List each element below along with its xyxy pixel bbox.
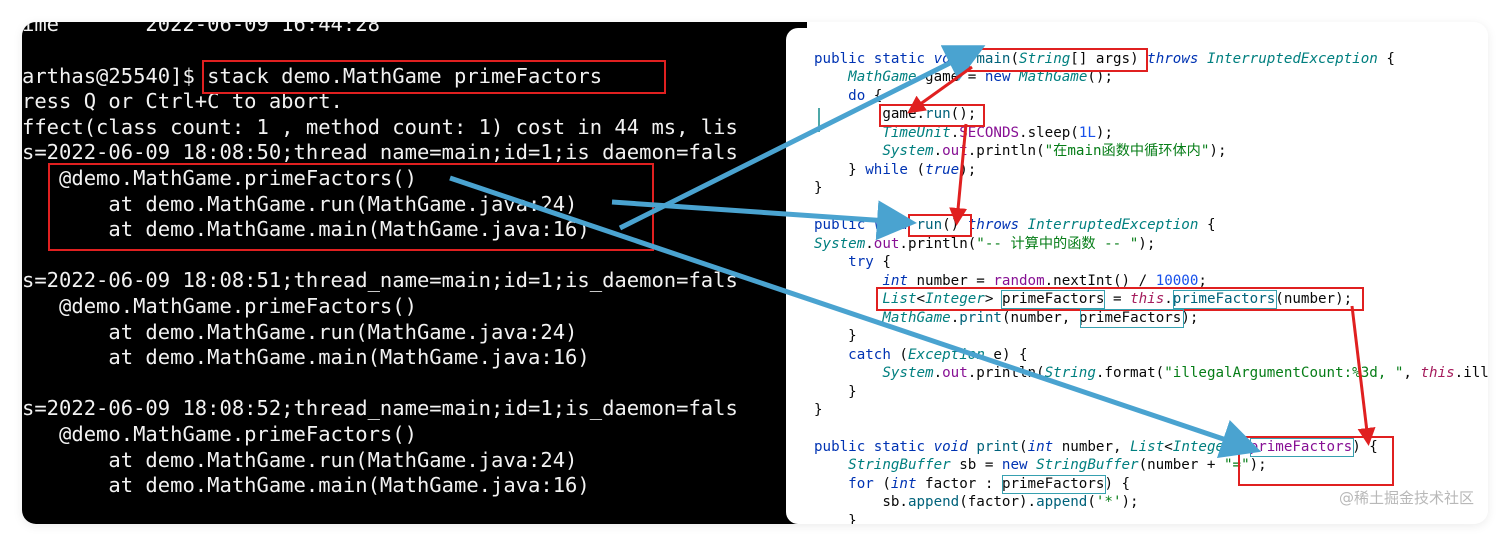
stack-frame-line: at demo.MathGame.main(MathGame.java:16) bbox=[22, 345, 590, 369]
stack-frame-line: at demo.MathGame.main(MathGame.java:16) bbox=[22, 473, 590, 497]
terminal-line: s=2022-06-09 18:08:52;thread_name=main;i… bbox=[22, 396, 738, 420]
primefactors-method-outline bbox=[1173, 290, 1277, 309]
primefactors-to-print-arrow bbox=[1350, 305, 1376, 446]
code-line: sb.append(factor).append('*'); bbox=[814, 494, 1139, 510]
code-line: } bbox=[814, 402, 823, 418]
editor-gutter-marker bbox=[818, 108, 820, 132]
terminal-command-line: arthas@25540]$ stack demo.MathGame prime… bbox=[22, 64, 603, 88]
code-line: int number = random.nextInt() / 10000; bbox=[882, 273, 1207, 289]
code-line-print-signature: public static void print(int number, Lis… bbox=[814, 439, 1378, 455]
stack-frame-line: @demo.MathGame.primeFactors() bbox=[22, 294, 417, 318]
primefactors-arg-outline bbox=[1080, 309, 1184, 328]
code-line: try { bbox=[848, 254, 891, 270]
primefactors-frame-arrow bbox=[449, 175, 1262, 458]
code-line: do { bbox=[848, 88, 883, 104]
code-line: System.out.println("在main函数中循环体内"); bbox=[882, 143, 1227, 159]
code-line: } bbox=[814, 513, 857, 524]
primefactors-var-outline bbox=[1001, 290, 1105, 309]
screenshot-frame: ime 2022-06-09 16:44:28 arthas@25540]$ s… bbox=[22, 22, 1488, 524]
run-frame-arrow bbox=[611, 199, 917, 241]
watermark: @稀土掘金技术社区 bbox=[1338, 489, 1474, 507]
terminal-line: s=2022-06-09 18:08:51;thread_name=main;i… bbox=[22, 268, 738, 292]
stack-frame-line: @demo.MathGame.primeFactors() bbox=[22, 166, 417, 190]
game-run-highlight-box bbox=[879, 104, 985, 127]
terminal-line: ime 2022-06-09 16:44:28 bbox=[22, 22, 380, 36]
stack-frame-line: at demo.MathGame.main(MathGame.java:16) bbox=[22, 217, 590, 241]
terminal-line: s=2022-06-09 18:08:50;thread_name=main;i… bbox=[22, 140, 738, 164]
code-line: } bbox=[814, 328, 857, 344]
code-line-game-run: game.run(); bbox=[814, 106, 977, 122]
main-to-run-call-arrow bbox=[907, 65, 973, 114]
print-param-highlight-box bbox=[1238, 436, 1394, 486]
primefactors-loop-outline bbox=[1002, 475, 1106, 494]
code-line: } bbox=[814, 180, 823, 196]
terminal-line: ress Q or Ctrl+C to abort. bbox=[22, 89, 343, 113]
code-line: TimeUnit.SECONDS.sleep(1L); bbox=[882, 125, 1114, 141]
command-highlight-box bbox=[202, 60, 666, 94]
primefactors-call-highlight-box bbox=[876, 287, 1364, 311]
code-line: System.out.println("-- 计算中的函数 -- "); bbox=[814, 236, 1156, 252]
terminal-panel[interactable]: ime 2022-06-09 16:44:28 arthas@25540]$ s… bbox=[22, 22, 807, 524]
run-call-to-run-def-arrow bbox=[949, 123, 968, 226]
code-line: MathGame.print(number, primeFactors); bbox=[882, 310, 1199, 326]
code-line: StringBuffer sb = new StringBuffer(numbe… bbox=[848, 457, 1267, 473]
code-line: } bbox=[814, 384, 857, 400]
stack-frame-line: at demo.MathGame.run(MathGame.java:24) bbox=[22, 448, 578, 472]
stack-frame-line: at demo.MathGame.run(MathGame.java:24) bbox=[22, 320, 578, 344]
code-line-primefactors-call: List<Integer> primeFactors = this.primeF… bbox=[882, 291, 1353, 307]
terminal-line: ffect(class count: 1 , method count: 1) … bbox=[22, 115, 738, 139]
annotation-arrows bbox=[449, 45, 1376, 458]
main-frame-arrow bbox=[618, 45, 986, 231]
stack-frame-line: @demo.MathGame.primeFactors() bbox=[22, 422, 417, 446]
code-line: System.out.println(String.format("illega… bbox=[882, 365, 1488, 381]
code-line: for (int factor : primeFactors) { bbox=[848, 476, 1131, 492]
